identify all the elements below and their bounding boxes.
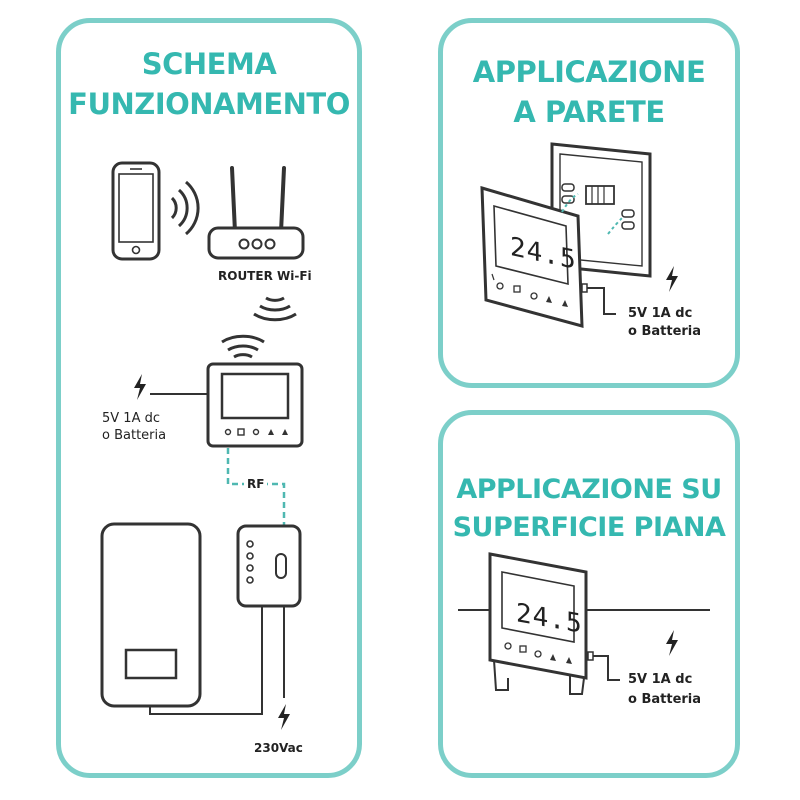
power-label-line1: 5V 1A dc bbox=[628, 672, 693, 687]
thermostat-icon bbox=[488, 552, 588, 695]
panel-applicazione-superficie-piana: APPLICAZIONE SU SUPERFICIE PIANA bbox=[438, 410, 740, 778]
power-wire bbox=[581, 283, 616, 315]
panel-title-line1: SCHEMA bbox=[141, 47, 277, 81]
lightning-bolt-icon bbox=[666, 266, 678, 292]
wifi-signal-icon bbox=[253, 296, 297, 322]
wifi-signal-icon bbox=[221, 334, 265, 359]
receiver-module-icon bbox=[236, 524, 302, 608]
mount-guides bbox=[561, 193, 623, 235]
panel-title-line2: FUNZIONAMENTO bbox=[68, 87, 350, 121]
router-icon bbox=[207, 166, 305, 260]
power-label-line1: 5V 1A dc bbox=[102, 411, 160, 426]
lightning-bolt-icon bbox=[134, 374, 146, 400]
power-label-line2: o Batteria bbox=[628, 324, 702, 339]
panel-title-line1: APPLICAZIONE SU bbox=[456, 474, 722, 505]
router-label: ROUTER Wi-Fi bbox=[218, 269, 312, 283]
boiler-wire bbox=[149, 606, 285, 715]
panel-title-line2: SUPERFICIE PIANA bbox=[452, 512, 726, 543]
lightning-bolt-icon bbox=[666, 630, 678, 656]
boiler-icon bbox=[100, 522, 202, 708]
power-label-line1: 5V 1A dc bbox=[628, 306, 693, 321]
power-wire bbox=[587, 651, 620, 681]
lightning-bolt-icon bbox=[278, 704, 290, 730]
power-label-line2: o Batteria bbox=[102, 428, 167, 443]
rf-label: RF bbox=[244, 476, 268, 492]
smartphone-icon bbox=[111, 161, 161, 261]
panel-title-line1: APPLICAZIONE bbox=[472, 55, 706, 89]
power-wire bbox=[150, 393, 208, 395]
wifi-signal-icon bbox=[170, 180, 200, 236]
thermostat-icon bbox=[206, 362, 304, 448]
power-label-line2: o Batteria bbox=[628, 692, 702, 707]
mains-label: 230Vac bbox=[254, 741, 303, 755]
panel-title-line2: A PARETE bbox=[513, 95, 665, 129]
thermostat-icon bbox=[480, 185, 584, 328]
